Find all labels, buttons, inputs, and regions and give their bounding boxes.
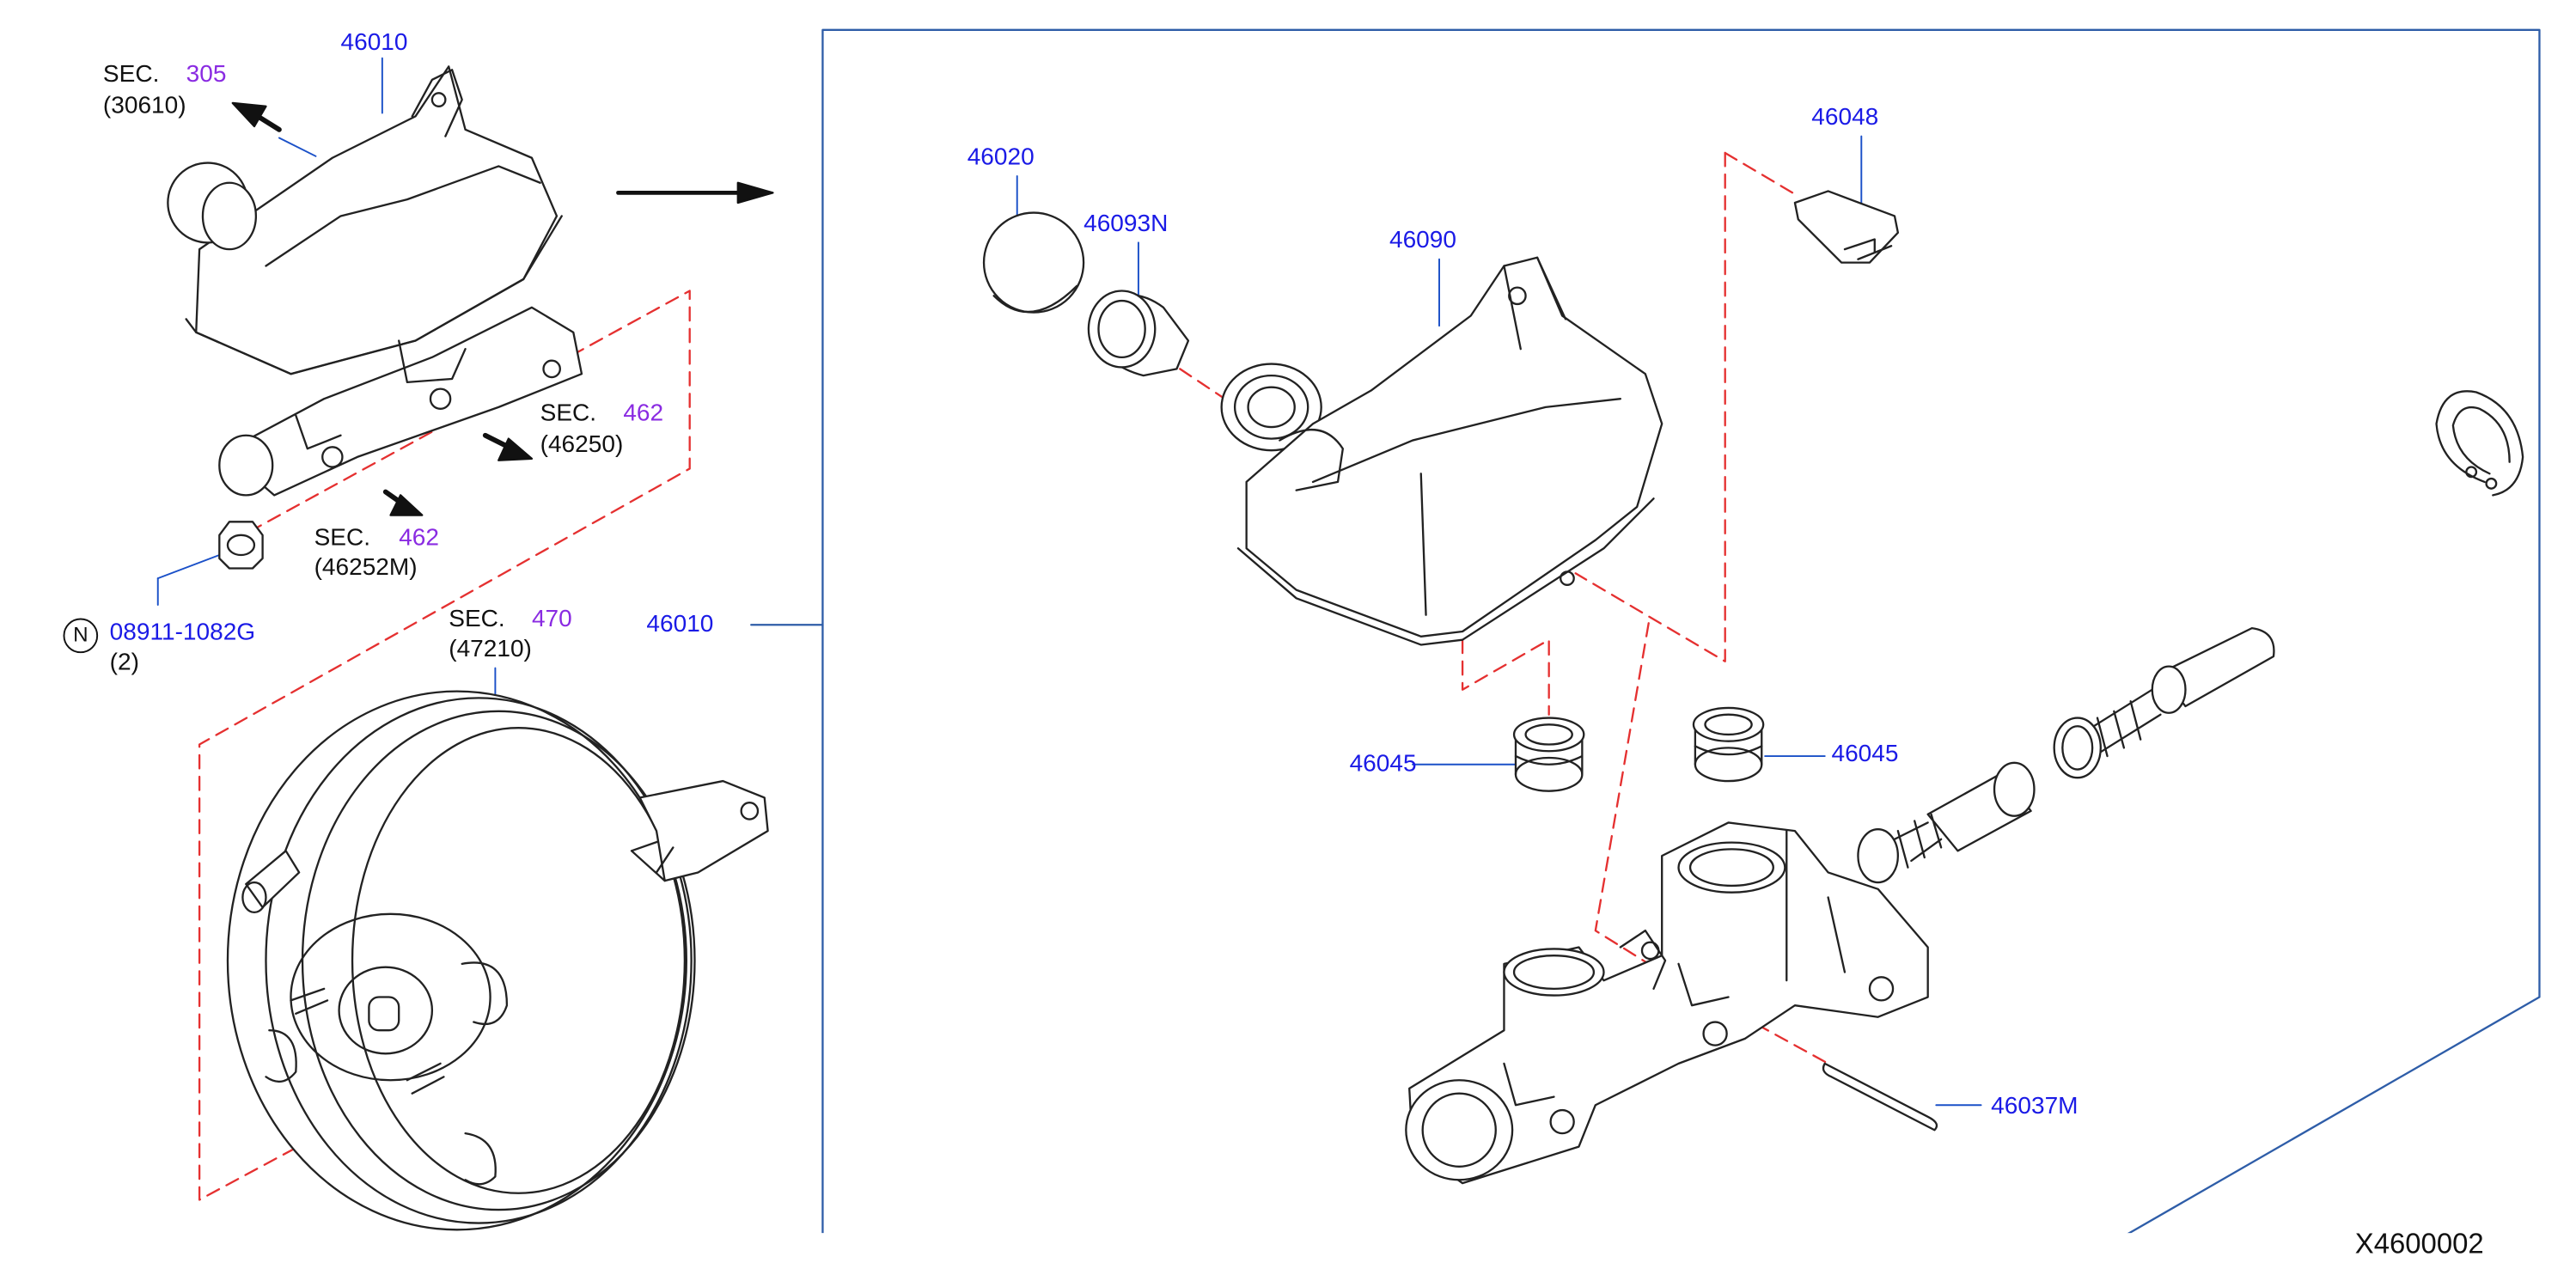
callout-46010-frame[interactable]: 46010 [646,611,714,638]
sec-305-ref: (30610) [102,93,186,120]
sec-470-number[interactable]: 470 [531,606,572,633]
exploded-view-art [156,28,2541,1234]
sec-470-ref: (47210) [449,636,532,663]
callout-46010-top[interactable]: 46010 [340,29,408,57]
leader-lines [156,57,1982,1107]
assembly-arrow [616,181,774,204]
nut-symbol: N [63,618,99,654]
piston-assembly-illustration [1857,626,2275,884]
nut-part-number[interactable]: 08911-1082G [109,619,256,647]
callout-46090[interactable]: 46090 [1389,227,1456,254]
parts-diagram: 46010 SEC. 305 (30610) SEC. 462 (46250) … [63,28,2541,1258]
nut-quantity: (2) [109,650,139,677]
sec-462-a-ref: (46250) [540,431,624,459]
sec-462-b-prefix: SEC. [314,525,371,552]
diagram-id: X4600002 [2354,1228,2484,1260]
cap-illustration [982,211,1085,314]
callout-46048[interactable]: 46048 [1811,104,1879,131]
brake-booster-illustration [226,690,769,1231]
callout-46045-left[interactable]: 46045 [1349,751,1417,778]
sec-462-a-number[interactable]: 462 [623,400,664,428]
cap-strainer-illustration [1087,290,1190,377]
sec-462-a-prefix: SEC. [540,400,597,428]
sec-470-prefix: SEC. [449,606,505,633]
callout-46037m[interactable]: 46037M [1991,1093,2079,1120]
nut-illustration [218,521,264,570]
assembly-frame [821,28,2541,1234]
sec-462-b-ref: (46252M) [314,555,418,582]
callout-46093n[interactable]: 46093N [1084,210,1169,238]
callout-46020[interactable]: 46020 [967,144,1035,172]
snap-ring-illustration [2435,390,2524,497]
sec-arrow-305 [231,101,282,132]
sec-305-number[interactable]: 305 [186,61,227,88]
master-cylinder-illustration [1405,821,1929,1185]
reservoir-assembly-illustration [167,65,583,497]
level-sensor-illustration [1793,190,1900,264]
sec-arrow-462-a [482,432,534,461]
sec-462-b-number[interactable]: 462 [399,525,440,552]
sec-arrow-462-b [382,489,424,516]
grommet-right-illustration [1692,706,1765,783]
pin-illustration [1822,1062,1938,1132]
callout-46045-right[interactable]: 46045 [1831,741,1899,768]
reservoir-neck-illustration [1220,363,1322,452]
sec-305-prefix: SEC. [102,61,160,88]
reservoir-tank-illustration [1236,256,1663,646]
grommet-left-illustration [1512,717,1585,792]
